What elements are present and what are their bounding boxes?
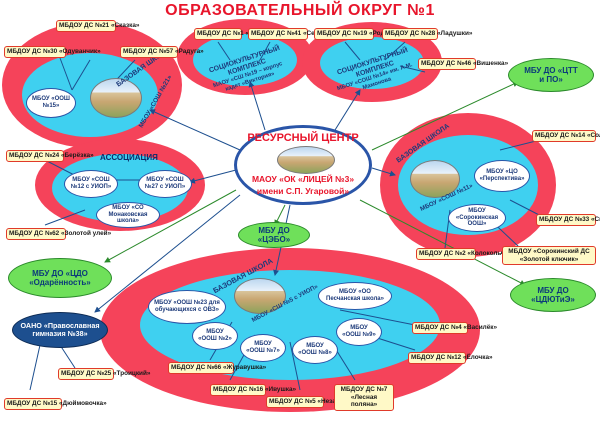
school-5-photo xyxy=(234,278,286,314)
box-ds-1[interactable]: МБДОУ ДС №1 «Лучик» xyxy=(194,28,271,40)
box-sorokinsky-ds[interactable]: МБДОУ «Сорокинский ДС «Золотой ключик» xyxy=(502,246,596,266)
cluster-top-right-inner xyxy=(320,37,424,89)
box-ds-28[interactable]: МБДОУ ДС №28 «Ладушки» xyxy=(382,28,472,40)
box-ds-57[interactable]: МБДОУ ДС №57 «Радуга» xyxy=(120,46,204,58)
page-title: ОБРАЗОВАТЕЛЬНЫЙ ОКРУГ №1 xyxy=(165,2,435,19)
box-ds-46[interactable]: МБДОУ ДС №46 «Вишенка» xyxy=(418,58,508,70)
node-oosh-15[interactable]: МБОУ «ООШ №15» xyxy=(26,88,76,118)
box-ds-21[interactable]: МБДОУ ДС №21 «Сказка» xyxy=(56,20,139,32)
box-ds-7[interactable]: МБДОУ ДС №7 «Лесная поляна» xyxy=(334,384,394,412)
mbu-do-cebo[interactable]: МБУ ДО «ЦЭБО» xyxy=(238,222,310,248)
school-11-photo xyxy=(410,160,460,198)
node-oosh-9[interactable]: МБОУ «ООШ №9» xyxy=(336,318,382,346)
cluster-top-mid-inner xyxy=(193,34,297,86)
mbu-do-cdyutie[interactable]: МБУ ДО «ЦДЮТиЭ» xyxy=(510,278,596,312)
box-ds-4[interactable]: МБДОУ ДС №4 «Василёк» xyxy=(412,322,497,334)
resource-center-photo xyxy=(277,146,335,174)
box-ds-33[interactable]: МБДОУ ДС №33 «Снежанка» xyxy=(536,214,600,226)
resource-center-name-2: имени С.П. Угаровой» xyxy=(256,186,350,196)
node-perspektiva[interactable]: МБОУ «ЦО «Перспектива» xyxy=(474,160,530,192)
box-ds-16[interactable]: МБДОУ ДС №16 «Ивушка» xyxy=(210,384,296,396)
node-oosh-2[interactable]: МБОУ «ООШ №2» xyxy=(192,322,238,350)
node-sosh-12[interactable]: МБОУ «СОШ №12 с УИОП» xyxy=(64,170,118,198)
resource-center[interactable]: РЕСУРСНЫЙ ЦЕНТР МАОУ «ОК «ЛИЦЕЙ №3» имен… xyxy=(234,125,372,205)
box-ds-24[interactable]: МБДОУ ДС №24 «Берёзка» xyxy=(6,150,94,162)
school-21-photo xyxy=(90,78,142,118)
box-ds-25[interactable]: МБДОУ ДС №25 «Троицкий» xyxy=(58,368,150,380)
node-oano-gymnasium[interactable]: ОАНО «Православная гимназия №38» xyxy=(12,312,108,348)
node-oosh-8[interactable]: МБОУ «ООШ №8» xyxy=(292,336,338,364)
box-ds-30[interactable]: МБДОУ ДС №30 «Одуванчик» xyxy=(4,46,101,58)
box-ds-14[interactable]: МБДОУ ДС №14 «Солнышко» xyxy=(532,130,600,142)
mbu-do-ctt[interactable]: МБУ ДО «ЦТТ и ПО» xyxy=(508,58,594,92)
box-ds-5[interactable]: МБДОУ ДС №5 «Незабудка» xyxy=(266,396,357,408)
box-ds-2[interactable]: МБДОУ ДС №2 «Колокольчик» xyxy=(416,248,515,260)
node-oosh-23[interactable]: МБОУ «ООШ №23 для обучающихся с ОВЗ» xyxy=(148,290,226,324)
resource-center-name: МАОУ «ОК «ЛИЦЕЙ №3» xyxy=(251,174,355,184)
node-peschanskaya[interactable]: МБОУ «ОО Песчанская школа» xyxy=(318,282,392,310)
box-ds-19[interactable]: МБДОУ ДС №19 «Родничок» xyxy=(314,28,407,40)
box-ds-41[interactable]: МБДОУ ДС №41 «Семицветик» xyxy=(248,28,348,40)
assoc-label: АССОЦИАЦИЯ xyxy=(100,153,158,162)
box-ds-66[interactable]: МБДОУ ДС №66 «Журавушка» xyxy=(168,362,266,374)
box-ds-62[interactable]: МБДОУ ДС №62 «Золотой улей» xyxy=(6,228,111,240)
node-monakovskaya[interactable]: МБОУ «СО Монаковская школа» xyxy=(96,202,160,228)
node-sosh-27[interactable]: МБОУ «СОШ №27 с УИОП» xyxy=(138,170,192,198)
box-ds-12[interactable]: МБДОУ ДС №12 «Ёлочка» xyxy=(408,352,493,364)
box-ds-15[interactable]: МБДОУ ДС №15 «Дюймовочка» xyxy=(4,398,107,410)
resource-center-title: РЕСУРСНЫЙ ЦЕНТР xyxy=(247,132,359,144)
mbu-do-cdo[interactable]: МБУ ДО «ЦДО «Одарённость» xyxy=(8,258,112,298)
node-oosh-7[interactable]: МБОУ «ООШ №7» xyxy=(240,334,286,362)
node-sorokinskaya[interactable]: МБОУ «Сорокинская ООШ» xyxy=(448,204,506,232)
